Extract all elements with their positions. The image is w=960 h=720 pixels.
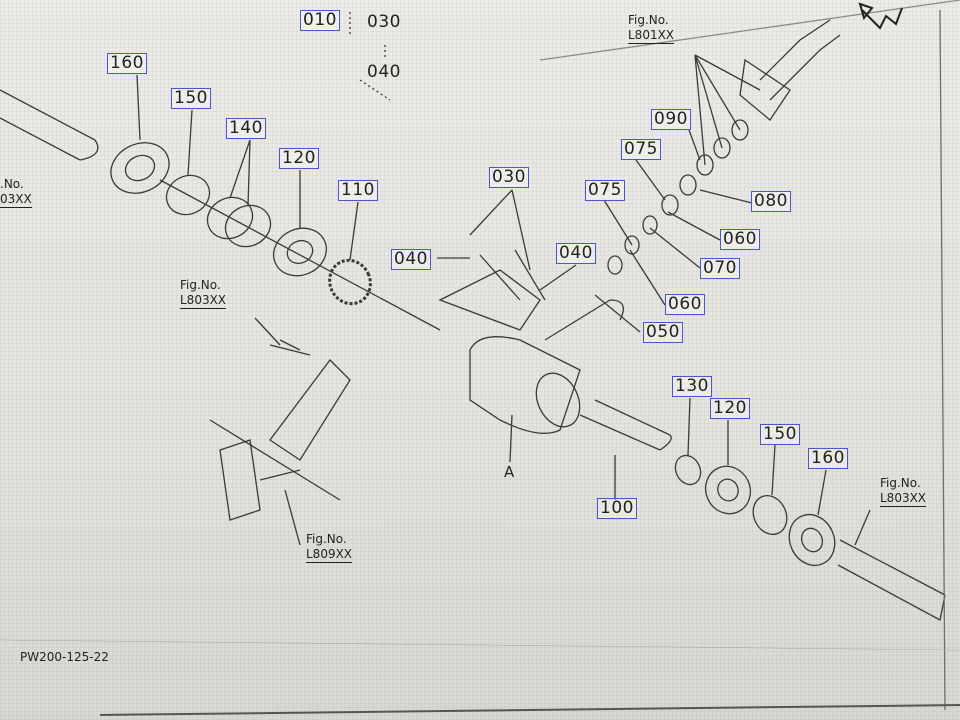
figref-number: L803XX [180, 293, 227, 309]
callout-060: 060 [665, 294, 705, 315]
figref-title: Fig.No. [880, 476, 921, 490]
callout-070: 070 [700, 258, 740, 279]
callout-150: 150 [171, 88, 211, 109]
figref-title: Fig.No. [180, 278, 221, 292]
figref-right: Fig.No. L803XX [880, 476, 927, 507]
callout-060: 060 [720, 229, 760, 250]
callout-080: 080 [751, 191, 791, 212]
callout-120: 120 [710, 398, 750, 419]
callout-050: 050 [643, 322, 683, 343]
document-code: PW200-125-22 [20, 650, 109, 664]
figref-title: .No. [0, 177, 24, 191]
figref-number: L801XX [628, 28, 675, 44]
figref-number: 03XX [0, 192, 32, 208]
label-040: 040 [367, 62, 401, 82]
callout-090: 090 [651, 109, 691, 130]
figref-title: Fig.No. [628, 13, 669, 27]
callout-110: 110 [338, 180, 378, 201]
callout-010: 010 [300, 10, 340, 31]
callout-100: 100 [597, 498, 637, 519]
figref-number: L803XX [880, 491, 927, 507]
callout-075: 075 [585, 180, 625, 201]
figref-title: Fig.No. [306, 532, 347, 546]
figref-top: Fig.No. L801XX [628, 13, 675, 44]
figref-number: L809XX [306, 547, 353, 563]
front-direction-arrow-icon [858, 2, 903, 30]
callout-140: 140 [226, 118, 266, 139]
callout-075: 075 [621, 139, 661, 160]
callout-040: 040 [391, 249, 431, 270]
callout-130: 130 [672, 376, 712, 397]
figref-mid-left: Fig.No. L803XX [180, 278, 227, 309]
figref-bottom: Fig.No. L809XX [306, 532, 353, 563]
callout-120: 120 [279, 148, 319, 169]
figref-left-edge: .No. 03XX [0, 177, 32, 208]
callout-030: 030 [489, 167, 529, 188]
callout-150: 150 [760, 424, 800, 445]
label-030: 030 [367, 12, 401, 32]
callout-160: 160 [808, 448, 848, 469]
marker-a: A [504, 463, 515, 481]
callout-160: 160 [107, 53, 147, 74]
callout-040: 040 [556, 243, 596, 264]
